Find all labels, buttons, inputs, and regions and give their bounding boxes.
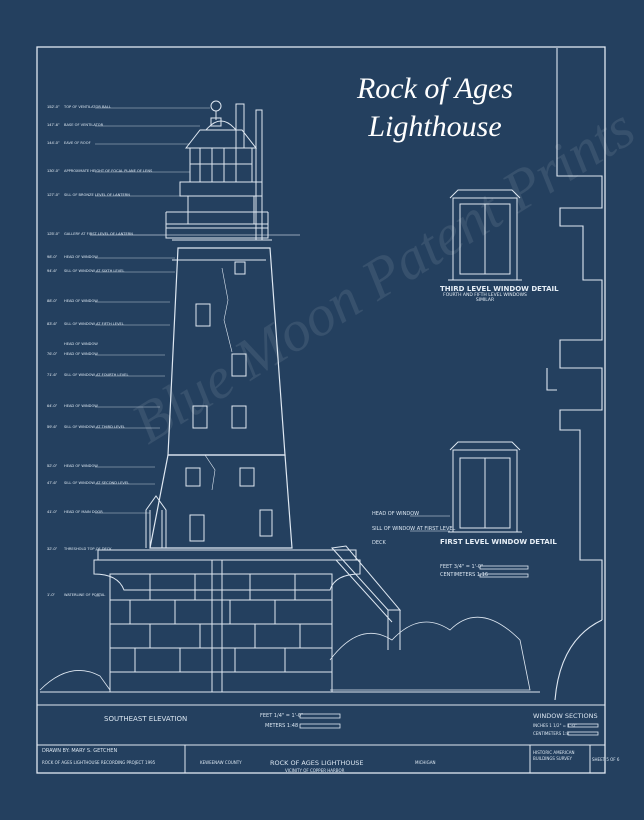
elevation-label: WATERLINE OF PORTAL — [64, 593, 106, 597]
elevation-label: SILL OF WINDOW AT SECOND LEVEL — [64, 481, 130, 485]
fl-head-label: HEAD OF WINDOW — [372, 511, 420, 517]
drawing-name: ROCK OF AGES LIGHTHOUSE — [270, 759, 364, 767]
svg-text:147'-6": 147'-6" — [47, 122, 60, 127]
third-level-title: THIRD LEVEL WINDOW DETAIL — [440, 285, 559, 293]
window-sections — [546, 48, 603, 701]
svg-text:41'-0": 41'-0" — [47, 509, 58, 514]
elevation-label: THRESHOLD TOP OF DECK — [64, 547, 112, 551]
svg-text:144'-0": 144'-0" — [47, 140, 60, 145]
first-level-title: FIRST LEVEL WINDOW DETAIL — [440, 538, 557, 546]
elevation-label: SILL OF WINDOW AT THIRD LEVEL — [64, 425, 126, 429]
elevation-label: EAVE OF ROOF — [64, 141, 91, 145]
state: MICHIGAN — [415, 760, 436, 765]
rock-outline — [39, 616, 531, 691]
svg-text:98'-0": 98'-0" — [47, 254, 58, 259]
county: KEWEENAW COUNTY — [200, 760, 242, 765]
svg-text:152'-0": 152'-0" — [47, 104, 60, 109]
ws-scale-inches: INCHES 1 1/2" = 1'-0" — [533, 723, 577, 728]
elevation-label: SILL OF WINDOW AT SIXTH LEVEL — [64, 269, 125, 273]
elevation-label: HEAD OF MAIN DOOR — [64, 510, 103, 514]
fl-sill-label: SILL OF WINDOW AT FIRST LEVEL — [372, 526, 456, 532]
elevation-title: SOUTHEAST ELEVATION — [104, 715, 188, 723]
elevation-label: HEAD OF WINDOW — [64, 404, 98, 408]
fl-deck-label: DECK — [372, 540, 386, 546]
third-level-sub: FOURTH AND FIFTH LEVEL WINDOWS SIMILAR — [443, 293, 527, 303]
outer-border — [36, 46, 606, 774]
elevation-scale-feet: FEET 1/4" = 1'-0" — [260, 713, 304, 719]
window-detail-third — [448, 189, 522, 281]
lighthouse-tower — [145, 100, 293, 549]
elevation-label: SILL OF WINDOW AT FOURTH LEVEL — [64, 373, 129, 377]
elevation-label: BASE OF VENTILATOR — [64, 123, 104, 127]
elevation-label: SILL OF BRONZE LEVEL OF LANTERN — [64, 193, 130, 197]
poster-title: Rock of Ages Lighthouse — [330, 70, 540, 146]
fl-scale-cm: CENTIMETERS 1:16 — [440, 572, 489, 578]
fl-scale-feet: FEET 3/4" = 1'-0" — [440, 564, 484, 570]
svg-text:71'-6": 71'-6" — [47, 372, 58, 377]
svg-text:94'-6": 94'-6" — [47, 268, 58, 273]
svg-text:76'-0": 76'-0" — [47, 351, 58, 356]
title-line-1: Rock of Ages — [356, 72, 514, 105]
svg-text:127'-0": 127'-0" — [47, 192, 60, 197]
svg-text:47'-6": 47'-6" — [47, 480, 58, 485]
elevation-label: SILL OF WINDOW AT FIFTH LEVEL — [64, 322, 124, 326]
svg-text:1'-0": 1'-0" — [47, 592, 56, 597]
window-detail-first — [410, 441, 522, 533]
elevation-label: HEAD OF WINDOW — [64, 352, 98, 356]
elevation-label: HEAD OF WINDOW — [64, 299, 98, 303]
survey-name: HISTORIC AMERICAN BUILDINGS SURVEY — [533, 750, 575, 761]
elevation-label: GALLERY AT FIRST LEVEL OF LANTERN — [64, 232, 133, 236]
scale-bars — [299, 565, 599, 736]
elevation-scale-meters: METERS 1:48 — [265, 723, 299, 729]
svg-text:32'-0": 32'-0" — [47, 546, 58, 551]
svg-text:52'-0": 52'-0" — [47, 463, 58, 468]
elevation-label: HEAD OF WINDOW — [64, 342, 98, 346]
elevation-label: APPROXIMATE HEIGHT OF FOCAL PLANE OF LEN… — [64, 169, 153, 173]
level-dimension-marks: 152'-0" 147'-6" 144'-0" 130'-0" 127'-0" … — [47, 104, 60, 597]
svg-text:83'-6": 83'-6" — [47, 321, 58, 326]
project-name: ROCK OF AGES LIGHTHOUSE RECORDING PROJEC… — [42, 760, 156, 765]
sheet-number: SHEET 5 OF 6 — [592, 757, 620, 762]
ws-scale-cm: CENTIMETERS 1:8 — [533, 731, 569, 736]
lighthouse-base — [93, 545, 402, 693]
svg-text:59'-6": 59'-6" — [47, 424, 58, 429]
svg-text:130'-0": 130'-0" — [47, 168, 60, 173]
drawn-by: DRAWN BY: MARY S. GETCHEN — [42, 748, 118, 754]
title-line-2: Lighthouse — [368, 110, 502, 143]
svg-text:125'-0": 125'-0" — [47, 231, 60, 236]
first-level-caption: FIRST LEVEL WINDOW DETAIL — [440, 538, 557, 546]
elevation-label: HEAD OF WINDOW — [64, 255, 98, 259]
elevation-label: TOP OF VENTILATOR BALL — [64, 105, 111, 109]
svg-text:88'-0": 88'-0" — [47, 298, 58, 303]
svg-text:64'-0": 64'-0" — [47, 403, 58, 408]
window-sections-title: WINDOW SECTIONS — [533, 712, 598, 720]
third-level-caption: THIRD LEVEL WINDOW DETAIL FOURTH AND FIF… — [440, 285, 559, 303]
vicinity: VICINITY OF COPPER HARBOR — [285, 768, 345, 773]
elevation-label: HEAD OF WINDOW — [64, 464, 98, 468]
